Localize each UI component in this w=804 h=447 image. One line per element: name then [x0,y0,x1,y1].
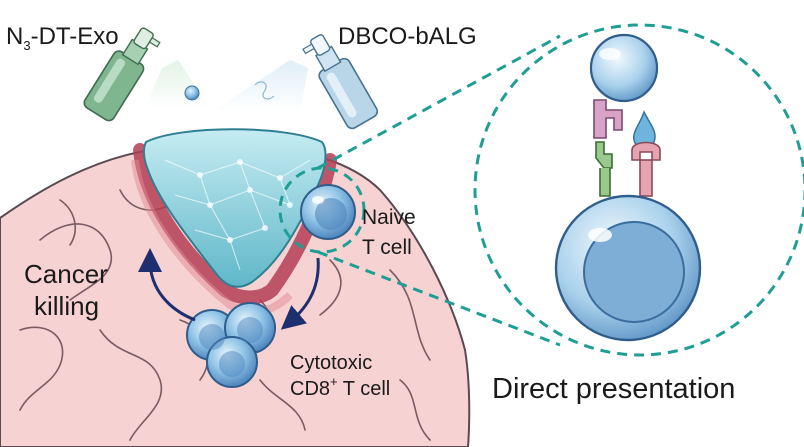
label-naive: Naive [362,206,416,229]
spray-mist [254,81,275,100]
label-t-cell: T cell [362,236,412,259]
exosome-droplet [184,85,200,101]
spray-cone-right [215,60,308,112]
receptor-icon [593,99,661,197]
zoom-large-circle [473,23,804,357]
label-dbco-balg: DBCO-bALG [338,23,477,50]
hydrogel-icon [142,128,327,288]
hydrogel-network [164,159,311,271]
spray-cone-left [145,60,210,108]
t-cell-icon [186,302,276,388]
tumor-glow [131,159,293,316]
label-direct-presentation: Direct presentation [492,373,736,405]
hydrogel-nodes [197,159,293,243]
zoom-small-circle [278,166,366,254]
label-cytotoxic: Cytotoxic [290,352,373,374]
brain-folds [19,189,431,441]
arrow-to-cytotoxic [280,257,320,330]
label-n3-dt-exo: N3-DT-Exo [6,23,119,53]
t-cell-icon [554,194,702,342]
label-killing: killing [34,291,100,321]
exosome-icon [589,33,659,103]
arrow-to-cancer [138,248,196,322]
spray-bottle-icon [83,27,161,122]
t-cell-icon [300,184,356,240]
label-cd8-t-cell: CD8+ T cell [290,374,391,400]
zoom-connector [278,23,804,357]
spray-bottle-icon [302,34,379,130]
label-cancer: Cancer [24,259,108,289]
